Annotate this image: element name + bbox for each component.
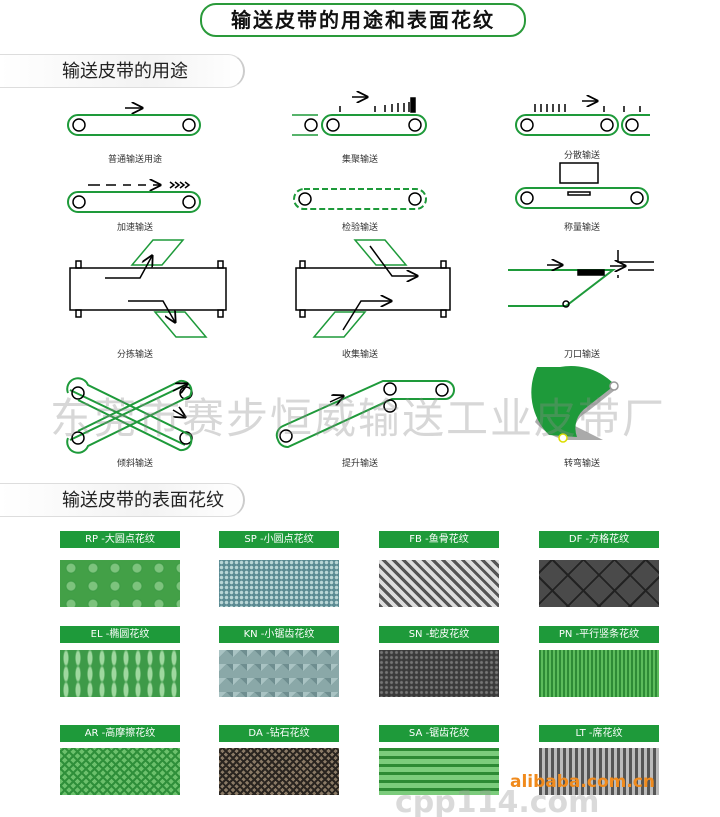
pattern-label: EL -椭圆花纹 [60,626,180,643]
pattern-label: SP -小圆点花纹 [219,531,339,548]
use-label: 倾斜输送 [116,459,153,469]
use-label: 集聚输送 [341,155,378,165]
section-uses-heading: 输送皮带的用途 [0,54,245,88]
use-label: 加速输送 [116,223,153,233]
pattern-label: SN -蛇皮花纹 [379,626,499,643]
pattern-label: DA -钻石花纹 [219,725,339,742]
diagram-knife-edge [508,250,654,308]
watermark-company: 东莞市赛步恒威输送工业皮带厂 [50,394,667,443]
diagram-weigh [515,162,649,209]
watermark-site: alibaba.com.cn [510,772,655,792]
diagram-collect [295,239,451,338]
pattern-texture-image [539,650,659,697]
diagram-curve [531,365,619,443]
pattern-label: RP -大圆点花纹 [60,531,180,548]
watermark-site2: cpp114.com [395,785,600,817]
use-label: 收集输送 [341,350,378,360]
pattern-texture-image [219,560,339,607]
diagram-incline [66,377,193,454]
use-label: 分拣输送 [116,350,153,360]
pattern-texture-image [379,560,499,607]
pattern-texture-image [539,560,659,607]
pattern-texture-image [60,650,180,697]
main-title: 输送皮带的用途和表面花纹 [200,3,526,37]
pattern-texture-image [539,748,659,795]
pattern-texture-image [60,748,180,795]
pattern-label: SA -锯齿花纹 [379,725,499,742]
diagram-accumulate [292,97,427,136]
pattern-texture-image [219,748,339,795]
pattern-label: FB -鱼骨花纹 [379,531,499,548]
pattern-label: DF -方格花纹 [539,531,659,548]
pattern-label: AR -高摩擦花纹 [60,725,180,742]
pattern-label: LT -席花纹 [539,725,659,742]
use-label: 普通输送用途 [107,155,162,165]
section-patterns-heading: 输送皮带的表面花纹 [0,483,245,517]
pattern-texture-image [219,650,339,697]
use-label: 刀口输送 [563,350,600,360]
diagram-inspect [293,188,427,210]
diagram-sort [69,239,227,338]
use-label: 提升输送 [341,459,378,469]
pattern-texture-image [379,748,499,795]
diagram-normal [67,108,201,136]
diagram-accelerate [67,182,201,213]
pattern-texture-image [60,560,180,607]
diagram-disperse [515,101,650,136]
use-label: 称量输送 [563,223,600,233]
use-label: 检验输送 [341,223,378,233]
use-label: 转弯输送 [563,459,600,469]
conveyor-diagrams [66,0,654,454]
pattern-texture-image [379,650,499,697]
pattern-label: KN -小锯齿花纹 [219,626,339,643]
diagram-lift [275,380,455,448]
pattern-label: PN -平行竖条花纹 [539,626,659,643]
use-label: 分散输送 [563,151,600,161]
